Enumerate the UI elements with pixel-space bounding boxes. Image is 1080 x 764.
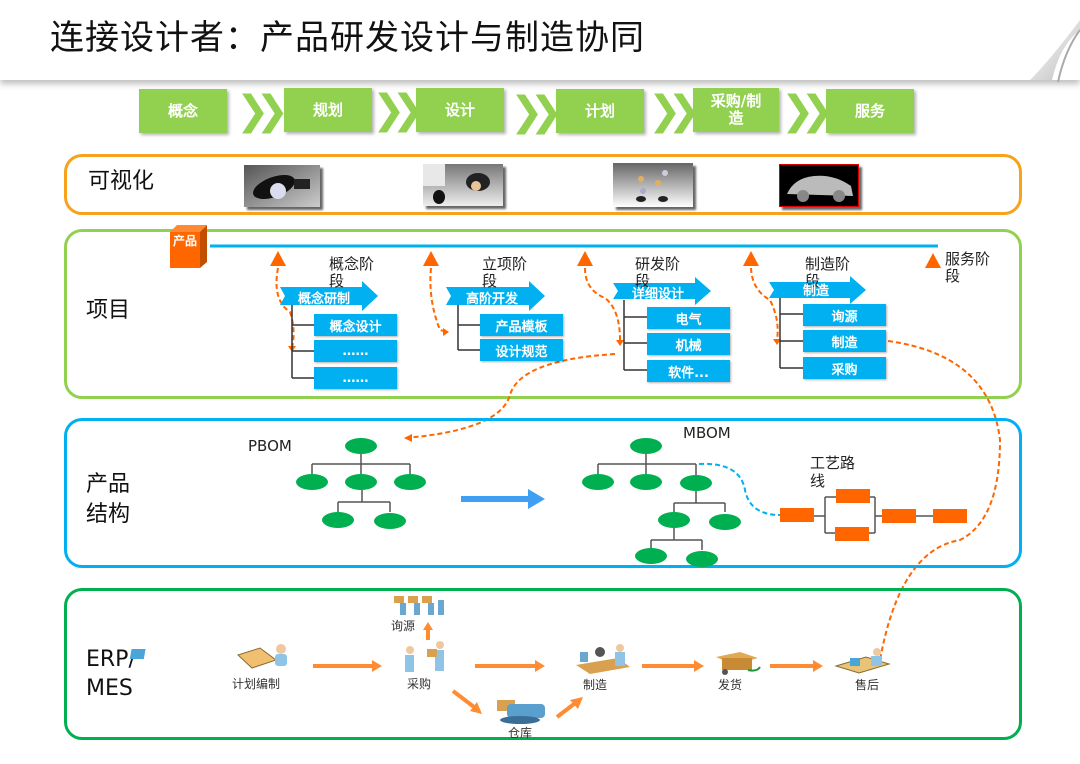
- warehouse-forklift-icon: [497, 700, 545, 724]
- milestone-triangle-icon: [743, 251, 759, 266]
- pbom-node: [322, 512, 354, 528]
- lane-label-erp-1: ERP/: [86, 647, 136, 672]
- erp-node-label-manufacturing: 制造: [583, 678, 608, 692]
- mbom-node: [709, 514, 741, 530]
- banner-label-advanced-dev: 高阶开发: [466, 292, 519, 307]
- phase-label-initiation: 立项阶段: [482, 255, 528, 290]
- phase-item: 电气: [647, 307, 730, 329]
- page-title: 连接设计者：产品研发设计与制造协同: [50, 18, 645, 58]
- erp-node-label-planning: 计划编制: [232, 677, 281, 691]
- milestone-triangle-icon: [925, 253, 941, 268]
- suppliers-icon: [394, 596, 444, 615]
- page-curl-decoration: [1030, 20, 1080, 83]
- thumbnail-engine-part: [244, 165, 320, 207]
- routing-label-1: 工艺路: [810, 454, 856, 472]
- pbom-label: PBOM: [248, 437, 292, 455]
- process-step-service: 服务: [826, 89, 914, 133]
- lane-visualization: [64, 154, 1022, 215]
- lane-label-structure-2: 结构: [86, 502, 131, 527]
- thumbnail-exploded-view: [613, 163, 693, 207]
- milestone-triangle-icon: [270, 251, 286, 266]
- process-step-procure-manufacture: 采购/制造: [693, 88, 779, 132]
- pbom-node: [374, 513, 406, 529]
- lane-label-erp-2: MES: [86, 676, 133, 701]
- banner-label-concept-dev: 概念研制: [298, 292, 351, 307]
- phase-item: 机械: [647, 333, 730, 355]
- phase-item: 询源: [803, 304, 886, 326]
- after-sales-icon: [834, 648, 891, 674]
- mbom-node: [658, 512, 690, 528]
- banner-label-manufacturing: 制造: [803, 284, 830, 299]
- mbom-node: [582, 474, 614, 490]
- phase-banner-arrow: [280, 281, 378, 311]
- phase-label-concept: 概念阶段: [329, 255, 375, 290]
- routing-step: [780, 508, 814, 522]
- phase-item: 产品模板: [480, 314, 563, 336]
- pbom-node: [345, 438, 377, 454]
- title-band: [0, 0, 1080, 80]
- mbom-node: [686, 551, 718, 567]
- erp-node-label-warehouse: 仓库: [508, 726, 533, 740]
- phase-label-service: 服务阶段: [945, 250, 991, 285]
- phase-item: 制造: [803, 330, 886, 352]
- erp-node-label-sourcing: 询源: [391, 619, 416, 633]
- erp-node-label-purchase: 采购: [407, 677, 432, 691]
- phase-item: ……: [314, 340, 397, 362]
- product-cube-icon: [170, 225, 207, 268]
- erp-node-label-after-sales: 售后: [855, 678, 880, 692]
- process-step-design: 设计: [416, 88, 504, 132]
- mbom-label: MBOM: [683, 424, 731, 442]
- mbom-node: [630, 474, 662, 490]
- routing-step: [882, 509, 916, 523]
- lane-project: [64, 229, 1022, 399]
- banner-label-detail-design: 详细设计: [632, 287, 685, 302]
- pbom-node: [296, 474, 328, 490]
- phase-item: ……: [314, 367, 397, 389]
- routing-step: [836, 489, 870, 503]
- thumbnail-car-render: [779, 164, 859, 207]
- pbom-node: [345, 474, 377, 490]
- lane-erp-mes: [64, 588, 1022, 740]
- lane-label-visualization: 可视化: [88, 169, 155, 194]
- lane-label-project: 项目: [86, 298, 131, 323]
- mbom-node: [680, 475, 712, 491]
- lane-label-structure-1: 产品: [86, 472, 131, 497]
- phase-label-rnd: 研发阶段: [635, 255, 681, 290]
- milestone-triangle-icon: [577, 251, 593, 266]
- phase-item: 软件...: [647, 360, 730, 382]
- routing-step: [933, 509, 967, 523]
- milestone-triangle-icon: [423, 251, 439, 266]
- pbom-node: [394, 474, 426, 490]
- manufacturing-icon: [576, 644, 630, 674]
- routing-label-2: 线: [810, 472, 826, 490]
- phase-banner-arrow: [613, 277, 711, 305]
- erp-node-label-shipping: 发货: [718, 678, 743, 692]
- process-step-planning: 规划: [284, 88, 372, 132]
- planner-icon: [129, 644, 287, 669]
- phase-label-manufacturing: 制造阶段: [805, 255, 851, 290]
- mbom-node: [635, 548, 667, 564]
- phase-item: 设计规范: [480, 339, 563, 361]
- shipping-icon: [716, 652, 761, 675]
- phase-banner-arrow: [769, 276, 866, 304]
- process-step-concept: 概念: [139, 89, 227, 133]
- phase-item: 概念设计: [314, 314, 397, 336]
- thumbnail-cad-assembly: [423, 164, 503, 206]
- mbom-node: [630, 438, 662, 454]
- routing-step: [835, 527, 869, 541]
- phase-item: 采购: [803, 357, 886, 379]
- process-step-plan: 计划: [556, 89, 644, 133]
- pbom-to-mbom-arrow: [461, 489, 545, 509]
- purchase-icon: [405, 641, 444, 672]
- lane-product-structure: [64, 418, 1022, 568]
- phase-banner-arrow: [446, 281, 545, 311]
- product-tag: 产品: [172, 234, 197, 248]
